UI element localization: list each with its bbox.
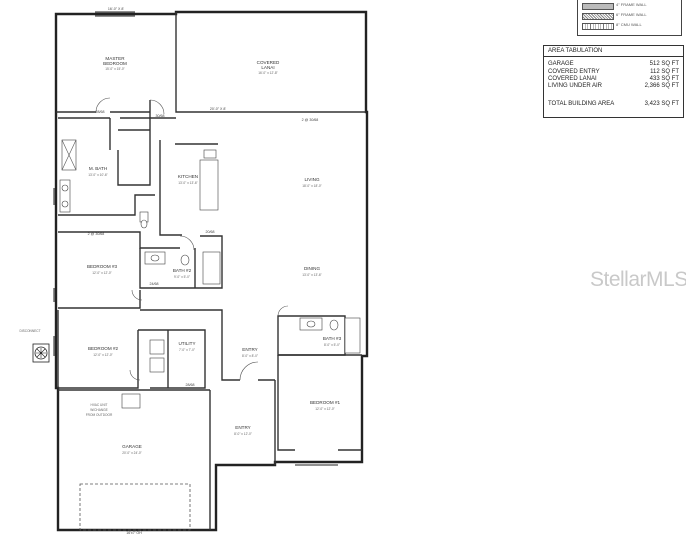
dim-bath-door: 2 @ 30/68 (88, 232, 105, 236)
size-covered-lanai: 16'-0" x 12'-8" (258, 71, 278, 75)
area-row-value: 433 SQ FT (649, 76, 679, 82)
bathtub (202, 251, 221, 285)
dim-garage-door: 16'x7' OH (126, 531, 142, 535)
label-kitchen: KITCHEN (178, 174, 198, 179)
area-row-garage: GARAGE 512 SQ FT (548, 61, 679, 68)
area-row-name: COVERED ENTRY (548, 69, 600, 75)
label-utility: UTILITY (178, 341, 195, 346)
vanity (59, 179, 71, 213)
area-row-living: LIVING UNDER AIR 2,366 SQ FT (548, 83, 679, 90)
size-master-bedroom: 15'-0" x 15'-0" (105, 67, 125, 71)
legend-swatch-solid (582, 3, 614, 10)
disconnect-icon (32, 343, 50, 363)
size-bedroom-2: 12'-0" x 12'-0" (93, 353, 113, 357)
legend-row-1: 4" FRAME WALL (582, 2, 677, 10)
size-bedroom-3: 12'-0" x 12'-0" (92, 271, 112, 275)
legend-swatch-diagonal (582, 13, 614, 20)
dim-door-2468: 24/68 (150, 282, 159, 286)
area-row-value: 2,366 SQ FT (644, 83, 679, 89)
dim-door-2068: 20/68 (206, 230, 215, 234)
title-divider (544, 56, 683, 57)
exterior-walls (54, 10, 369, 532)
label-garage: GARAGE (122, 444, 142, 449)
label-m-bath: M. BATH (89, 166, 107, 171)
fixtures (59, 139, 361, 531)
area-row-name: LIVING UNDER AIR (548, 83, 603, 89)
label-bath-2: BATH #2 (173, 268, 192, 273)
label-bedroom-3: BEDROOM #3 (87, 264, 118, 269)
toilet (180, 254, 190, 266)
dim-door-2868-b: 28/68 (186, 383, 195, 387)
doors (95, 97, 289, 381)
size-bedroom-1: 12'-0" x 12'-0" (315, 407, 335, 411)
legend-swatch-grid (582, 23, 614, 30)
size-utility: 7'-0" x 7'-0" (179, 348, 195, 352)
dim-door-3068: 30/68 (156, 114, 165, 118)
windows (53, 11, 368, 466)
area-row-value: 512 SQ FT (649, 61, 679, 67)
area-total-value: 3,423 SQ FT (644, 101, 679, 107)
garage-door (79, 483, 191, 531)
label-bath-3: BATH #3 (323, 336, 342, 341)
area-tabulation-table: AREA TABULATION GARAGE 512 SQ FT COVERED… (543, 45, 684, 118)
size-living: 18'-0" x 18'-0" (302, 184, 322, 188)
area-row-name: COVERED LANAI (548, 76, 597, 82)
area-tabulation-title: AREA TABULATION (548, 48, 603, 54)
area-row-covered-entry: COVERED ENTRY 112 SQ FT (548, 69, 679, 76)
hvac-unit (121, 393, 141, 409)
size-bath-3: 8'-0" x 5'-0" (324, 343, 340, 347)
size-covered-entry: 8'-0" x 12'-0" (234, 432, 252, 436)
legend-label-2: 6" FRAME WALL (616, 12, 647, 17)
area-row-name: GARAGE (548, 61, 574, 67)
label-living: LIVING (304, 177, 319, 182)
dim-top-window: 16'-0" X 8' (108, 7, 125, 11)
size-entry: 8'-0" x 8'-0" (242, 354, 258, 358)
disconnect-label: DISCONNECT (19, 329, 40, 333)
size-garage: 20'-0" x 24'-0" (122, 451, 142, 455)
area-total-name: TOTAL BUILDING AREA (548, 101, 615, 107)
dimension-labels: 16'-0" X 8' 20'-0" X 8' 2 @ 30/68 2 @ 30… (88, 7, 319, 535)
dim-sliding-door: 2 @ 30/68 (302, 118, 319, 122)
area-row-covered-lanai: COVERED LANAI 433 SQ FT (548, 76, 679, 83)
legend-row-2: 6" FRAME WALL (582, 12, 677, 20)
label-dining: DINING (304, 266, 321, 271)
dim-lanai-opening: 20'-0" X 8' (210, 107, 227, 111)
size-m-bath: 13'-0" x 10'-6" (88, 173, 108, 177)
size-bath-2: 9'-0" x 5'-0" (174, 275, 190, 279)
label-bedroom-2: BEDROOM #2 (88, 346, 119, 351)
size-dining: 13'-0" x 13'-6" (302, 273, 322, 277)
area-row-total: TOTAL BUILDING AREA 3,423 SQ FT (548, 101, 679, 108)
legend-row-3: 8" CMU WALL (582, 22, 677, 30)
label-covered-entry: ENTRY (235, 425, 251, 430)
watermark: StellarMLS (590, 268, 686, 291)
size-kitchen: 13'-0" x 13'-6" (178, 181, 198, 185)
legend-label-3: 8" CMU WALL (616, 22, 642, 27)
interior-walls (56, 100, 362, 451)
area-row-value: 112 SQ FT (650, 69, 679, 75)
wall-legend: 4" FRAME WALL 6" FRAME WALL 8" CMU WALL (577, 0, 682, 36)
label-bedroom-1: BEDROOM #1 (310, 400, 341, 405)
label-entry: ENTRY (242, 347, 258, 352)
legend-label-1: 4" FRAME WALL (616, 2, 647, 7)
dim-door-2868: 28/68 (96, 110, 105, 114)
